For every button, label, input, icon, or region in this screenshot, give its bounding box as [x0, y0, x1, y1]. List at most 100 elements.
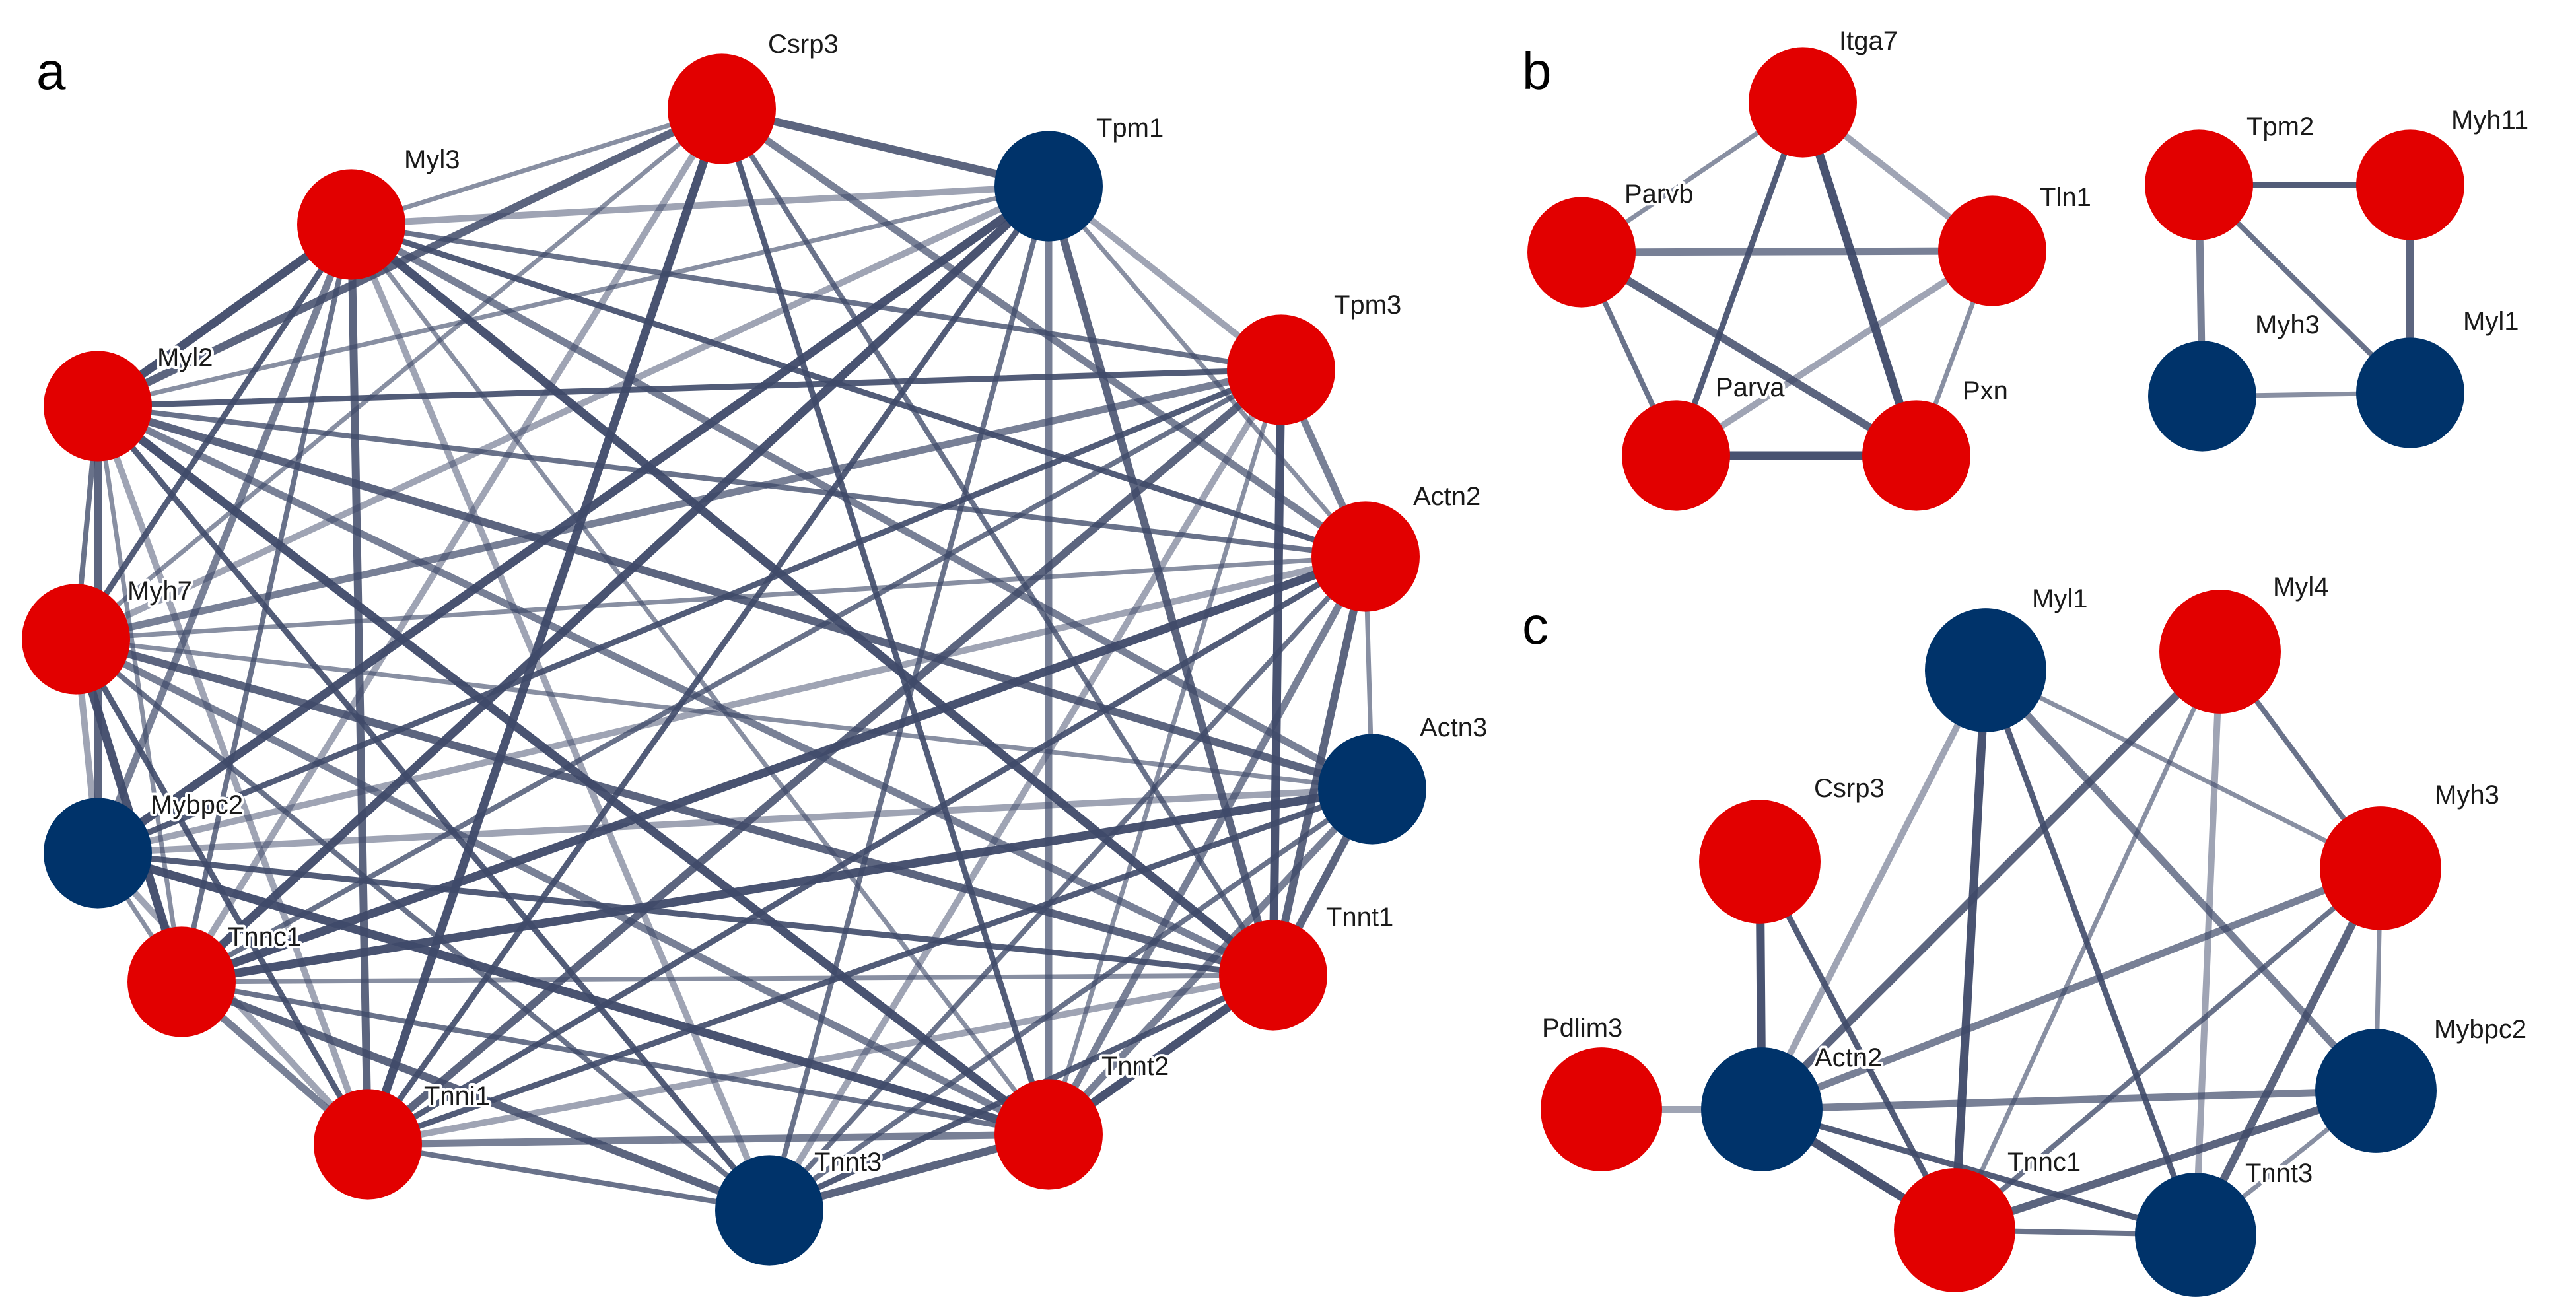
edge-actn3-tnnc1 [177, 784, 1377, 987]
node-parva [1622, 400, 1730, 511]
edge-myh7-tnnt2 [72, 635, 1053, 1138]
edge-tnnc1-mybpc2 [1951, 1087, 2380, 1234]
edge-myh3-tnnc1 [1952, 866, 2383, 1233]
edge-csrp3-tnni1 [363, 104, 726, 1149]
edge-myl1-mybpc2 [1982, 666, 2380, 1095]
node-myh7 [22, 584, 130, 695]
edge-tpm1-tnni1 [365, 183, 1052, 1148]
node-label-tnnt3: Tnnt3 [2245, 1159, 2313, 1188]
node-myl4 [2159, 590, 2281, 714]
node-label-myh3: Myh3 [2435, 780, 2499, 810]
edge-myl3-actn2 [348, 221, 1369, 560]
edge-parvb-tln1 [1578, 247, 1996, 256]
node-label-tln1: Tln1 [2040, 183, 2091, 212]
node-mybpc2 [44, 798, 152, 909]
node-pdlim3 [1541, 1047, 1662, 1171]
node-label-myl3: Myl3 [404, 145, 460, 174]
edge-myh7-tnnt3 [73, 637, 772, 1213]
node-label-myh3: Myh3 [2255, 310, 2320, 339]
node-label-pxn: Pxn [1963, 376, 2008, 405]
node-label-myh7: Myh7 [127, 576, 192, 606]
node-tnni1 [314, 1089, 422, 1200]
node-label-csrp3: Csrp3 [1814, 774, 1885, 803]
node-label-tnni1: Tnni1 [424, 1082, 490, 1111]
node-tpm2 [2145, 129, 2253, 240]
node-actn2 [1311, 501, 1420, 612]
edge-tpm1-tnnt1 [1045, 182, 1277, 979]
edge-actn2-myh7 [73, 554, 1368, 642]
edge-myl2-tnnt2 [93, 401, 1053, 1139]
edge-myl4-tnnc1 [1952, 649, 2223, 1233]
node-label-tpm2: Tpm2 [2246, 112, 2314, 141]
edge-mybpc2-tnnt2 [93, 848, 1053, 1139]
node-actn3 [1318, 734, 1426, 845]
edge-tpm1-tnnt3 [767, 184, 1051, 1213]
edge-myl3-actn3 [347, 221, 1376, 793]
edge-mybpc2-tnnt1 [94, 850, 1276, 979]
edge-actn3-tnnt2 [1045, 785, 1376, 1138]
edge-myh3-actn2 [1758, 864, 2385, 1113]
node-tnnt1 [1219, 920, 1327, 1031]
node-myh11 [2356, 129, 2464, 240]
edge-actn2-mybpc2 [94, 553, 1369, 856]
node-label-tpm1: Tpm1 [1096, 114, 1164, 143]
node-label-itga7: Itga7 [1839, 26, 1898, 55]
edge-tpm1-mybpc2 [93, 182, 1053, 858]
edge-tpm3-mybpc2 [94, 366, 1284, 856]
edge-myl2-actn2 [95, 403, 1368, 559]
node-tpm3 [1227, 314, 1335, 425]
node-csrp3 [1699, 800, 1821, 924]
edge-myh7-tnnt1 [72, 635, 1277, 979]
edge-myl3-tnnt3 [348, 221, 773, 1214]
edge-myl1-tnnc1 [1950, 666, 1990, 1235]
node-tnnc1 [1894, 1168, 2015, 1292]
node-label-actn2: Actn2 [1413, 482, 1480, 511]
edge-csrp3-actn2 [718, 105, 1370, 561]
edge-itga7-pxn [1798, 98, 1921, 460]
edge-csrp3-tpm1 [718, 105, 1053, 190]
node-label-tnnt2: Tnnt2 [1101, 1052, 1169, 1081]
edge-tnnc1-tnnt3 [178, 978, 773, 1214]
edge-myl3-tnnc1 [179, 222, 354, 985]
node-csrp3 [668, 53, 776, 164]
edge-csrp3-tnnt1 [719, 106, 1276, 978]
node-label-myh11: Myh11 [2451, 106, 2528, 135]
node-label-tnnc1: Tnnc1 [2007, 1148, 2081, 1177]
edge-tpm3-tnnt3 [766, 366, 1284, 1214]
edge-tpm3-tnnt1 [1269, 365, 1286, 980]
node-label-actn3: Actn3 [1420, 713, 1487, 742]
edge-itga7-parva [1673, 99, 1806, 459]
edge-tnnc1-tnnt1 [179, 973, 1276, 985]
node-myh3 [2320, 806, 2441, 930]
edge-actn2-mybpc2 [1758, 1087, 2380, 1113]
edge-tnnc1-tnnt2 [179, 979, 1051, 1137]
node-label-myl4: Myl4 [2273, 572, 2328, 602]
node-tnnt2 [994, 1079, 1103, 1190]
edge-actn3-tnni1 [365, 786, 1375, 1148]
node-tnnt3 [715, 1155, 823, 1266]
panel-b-letter: b [1522, 42, 1552, 100]
node-label-tnnt3: Tnnt3 [814, 1148, 882, 1177]
edge-tnni1-tnnt3 [365, 1142, 772, 1213]
node-label-pdlim3: Pdlim3 [1542, 1014, 1622, 1043]
edge-myl2-tnnt1 [94, 402, 1277, 979]
edge-actn2-tnnt1 [1269, 553, 1370, 979]
node-parvb [1527, 197, 1636, 308]
edge-csrp3-myh7 [73, 106, 724, 642]
edge-tpm3-myh7 [72, 366, 1285, 643]
node-label-parva: Parva [1716, 373, 1785, 402]
edge-myl3-tpm1 [348, 183, 1052, 228]
edge-tln1-parva [1673, 248, 1996, 459]
node-label-myl1: Myl1 [2032, 584, 2087, 613]
node-tnnt3 [2135, 1173, 2256, 1297]
node-label-myl2: Myl2 [157, 343, 213, 372]
edge-myl1-actn2 [1758, 667, 1989, 1113]
node-myl3 [297, 169, 405, 280]
node-label-tnnc1: Tnnc1 [228, 922, 301, 952]
edge-tpm1-tnnc1 [177, 182, 1053, 987]
